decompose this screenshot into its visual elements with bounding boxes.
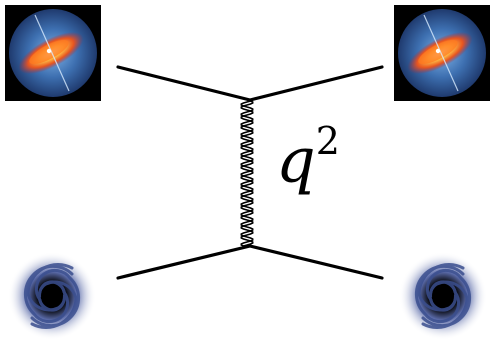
top-left-galaxy-icon	[4, 4, 102, 102]
momentum-exponent: 2	[315, 119, 340, 163]
top-right-galaxy-icon	[393, 4, 491, 102]
bottom-right-black-hole-icon	[397, 250, 489, 342]
graviton-wave-strand	[240, 99, 254, 247]
momentum-transfer-label: q2	[276, 122, 340, 192]
graviton-exchange-line	[240, 99, 254, 247]
top-right-propagator	[248, 65, 384, 102]
bottom-right-propagator	[248, 244, 384, 280]
bottom-left-propagator	[116, 244, 252, 280]
momentum-symbol: q	[276, 123, 316, 197]
graviton-wave-strand	[240, 99, 254, 247]
bottom-left-black-hole-icon	[6, 250, 98, 342]
top-left-propagator	[116, 65, 252, 102]
